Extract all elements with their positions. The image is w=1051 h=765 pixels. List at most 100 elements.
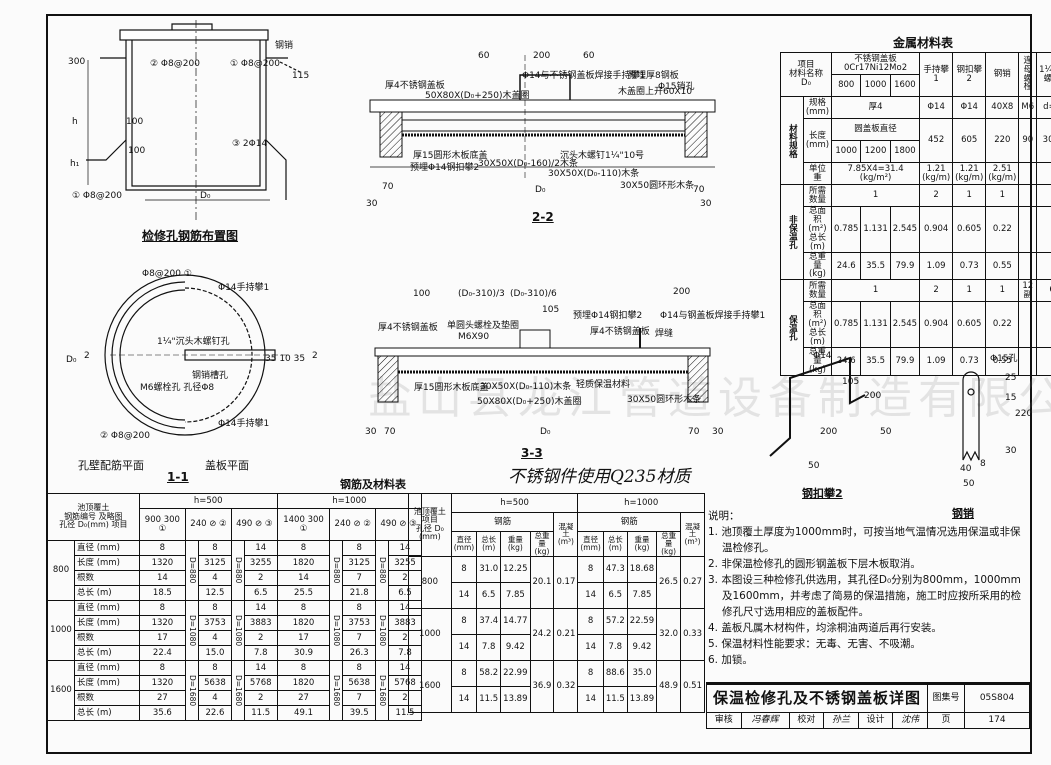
- col-header: 直径 (mm): [450, 531, 478, 557]
- row-label: 总面积 (m²) 总长 (m): [802, 206, 833, 253]
- h500-header: h=500: [450, 493, 579, 513]
- cell: Φ14: [952, 96, 987, 119]
- signature-name: 沈伟: [892, 712, 928, 729]
- cell: 1.131: [860, 206, 891, 253]
- cell: 35.6: [138, 705, 187, 721]
- note-item: 1. 池顶覆土厚度为1000mm时，可按当地气温情况选用保温或非保温检修孔。: [708, 526, 1021, 554]
- cell: 14: [450, 685, 478, 713]
- steel-pin-title: 钢销: [952, 507, 974, 520]
- cell: 35.5: [860, 346, 891, 376]
- cell: 5768: [243, 675, 278, 691]
- cell: 22.6: [197, 705, 232, 721]
- steel-pin-drawing: [962, 371, 980, 462]
- cell: 57.2: [602, 607, 628, 635]
- cell: 220: [985, 118, 1020, 163]
- sketch-3-h500: 490 ⊘ ③: [230, 508, 278, 541]
- cell: 8: [450, 659, 478, 687]
- concrete-header: 混凝土 (m³): [553, 512, 579, 557]
- rebar-table-title: 钢筋及材料表: [340, 478, 406, 491]
- note-item: 4. 盖板凡属木材构件，均涂桐油两道后再行安装。: [708, 622, 942, 634]
- concrete-cell: 0.27: [680, 555, 705, 609]
- cell: 圆盖板直径: [831, 118, 921, 141]
- cell: 7: [342, 570, 377, 586]
- page-number: 174: [964, 712, 1030, 729]
- total-weight-cell: 26.5: [656, 555, 682, 609]
- table-row: 总重量 (kg) 24.6 35.5 79.9 1.09 0.73 0.55: [781, 251, 1051, 281]
- cell: 7.85: [626, 581, 658, 609]
- signature-role: 设计: [857, 712, 894, 729]
- size-1600: 1600: [889, 74, 921, 97]
- diameter-cell: D=1680: [185, 660, 199, 721]
- table-row: 总面积 (m²) 总长 (m) 0.785 1.131 2.545 0.904 …: [781, 206, 1051, 253]
- row-label: 总长 (m): [74, 645, 140, 661]
- cell: 79.9: [889, 346, 921, 376]
- concrete-cell: 0.32: [553, 659, 579, 713]
- section-2-2-title: 2-2: [532, 210, 554, 224]
- size-1000: 1000: [860, 74, 891, 97]
- cell: 39.5: [342, 705, 377, 721]
- cell: 0.73: [952, 346, 987, 376]
- row-label: 长度 (mm): [74, 615, 140, 631]
- cell: 4: [197, 630, 232, 646]
- cell: 7.8: [602, 633, 628, 661]
- size-cell: 800: [47, 540, 75, 601]
- cell: 35.5: [860, 251, 891, 281]
- section-1-1-right-label: 盖板平面: [205, 459, 249, 472]
- total-weight-cell: 32.0: [656, 607, 682, 661]
- cell: 1: [831, 279, 921, 303]
- cell: 13.89: [500, 685, 531, 713]
- cell: 6: [1036, 279, 1051, 303]
- table-row: 总重量 (kg) 24.6 35.5 79.9 1.09 0.73 0.55: [781, 346, 1051, 376]
- cell: 18.68: [626, 555, 658, 583]
- cell: 12.25: [500, 555, 531, 583]
- cell: 15.0: [197, 645, 232, 661]
- cell: 8: [276, 660, 331, 676]
- signature-name: 孙兰: [823, 712, 859, 729]
- size-cell: 1000: [408, 607, 452, 661]
- table-row: 单位重 7.85X4=31.4 (kg/m²) 1.21 (kg/m) 1.21…: [781, 162, 1051, 185]
- note-item: 2. 非保温检修孔的圆形钢盖板下层木板取消。: [708, 558, 921, 570]
- cell: 1: [952, 184, 987, 207]
- diameter-cell: D=1680: [375, 660, 390, 721]
- cell: 7.85: [500, 581, 531, 609]
- cell: 9.42: [500, 633, 531, 661]
- concrete-cell: 0.33: [680, 607, 705, 661]
- cell: 8: [197, 540, 232, 556]
- cell: 12.5: [197, 585, 232, 601]
- cell: 3753: [197, 615, 232, 631]
- metal-material-table: 项目材料名称 D₀ 不锈钢盖板 0Cr17Ni12Mo2 手持攀1 钢扣攀2 钢…: [779, 52, 1051, 376]
- col-header: 直径 (mm): [577, 531, 604, 557]
- cell: 0.904: [919, 206, 954, 253]
- cell: 6.5: [243, 585, 278, 601]
- cell: 1820: [276, 555, 331, 571]
- col-header: 总长 (m): [602, 531, 628, 557]
- row-label: 单位重: [802, 162, 833, 185]
- cell: 8: [577, 555, 604, 583]
- cell: 0.605: [952, 301, 987, 348]
- row-label: 根数: [74, 630, 140, 646]
- cell: 4: [197, 690, 232, 706]
- cell: [1018, 301, 1038, 348]
- cell: 1: [831, 184, 921, 207]
- cell: Φ14: [919, 96, 954, 119]
- concrete-cell: 0.21: [553, 607, 579, 661]
- cell: 1.09: [919, 346, 954, 376]
- cell: 14: [577, 685, 604, 713]
- cell: 12副: [1018, 279, 1038, 303]
- cell: 1: [985, 279, 1020, 303]
- title-block: 保温检修孔及不锈钢盖板详图 图集号 05S804 审核 冯春辉 校对 孙兰 设计…: [706, 682, 1030, 730]
- cell: 2: [919, 279, 954, 303]
- group-label: 材料规格: [780, 96, 804, 185]
- table-row: 保温孔 所需数量 1 2 1 1 12副 6: [780, 279, 1051, 376]
- diameter-cell: D=1080: [329, 600, 344, 661]
- cell: 27: [276, 690, 331, 706]
- cell: 3125: [197, 555, 232, 571]
- cell: 2.51 (kg/m): [985, 162, 1020, 185]
- size-cell: 800: [408, 555, 452, 609]
- cell: 1320: [138, 675, 187, 691]
- cell: 0.904: [919, 301, 954, 348]
